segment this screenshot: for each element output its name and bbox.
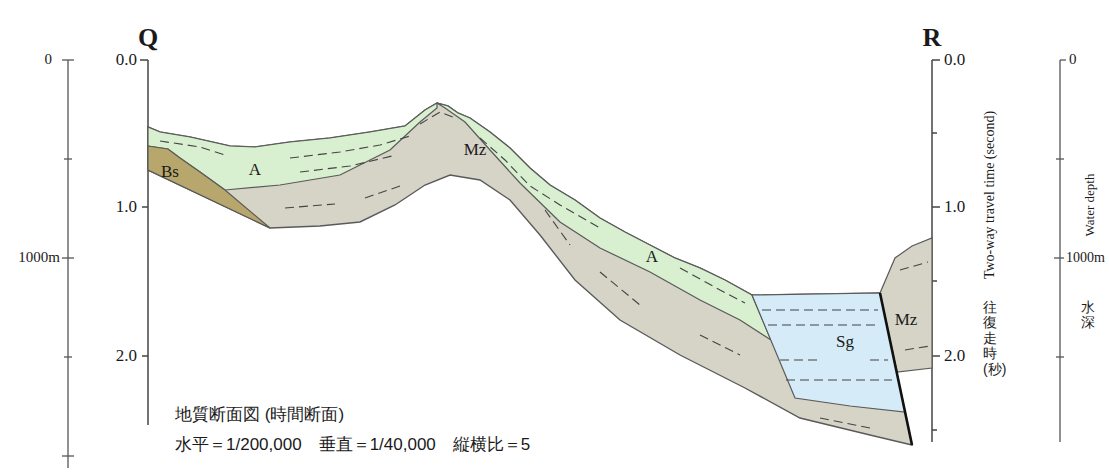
- axis-title: 往復走時(秒): [983, 300, 997, 377]
- unit-label: A: [646, 247, 658, 267]
- unit-label: Sg: [836, 332, 854, 352]
- unit-label: Bs: [161, 162, 179, 182]
- depth-axis-left: [62, 60, 74, 468]
- depth-tick-label: 0: [1069, 51, 1077, 68]
- section-end-label: R: [923, 23, 942, 53]
- depth-axis-right: [1054, 60, 1066, 442]
- axis-title: Water depth: [1083, 174, 1098, 237]
- time-tick-label: 2.0: [944, 346, 965, 366]
- unit-sg: [752, 293, 905, 412]
- time-tick-label: 2.0: [116, 346, 137, 366]
- time-tick-label: 1.0: [944, 197, 965, 217]
- time-tick-label: 0.0: [944, 50, 965, 70]
- figure-caption: 地質断面図 (時間断面): [175, 405, 344, 425]
- depth-tick-label: 1000m: [18, 249, 60, 266]
- section-end-label: Q: [138, 23, 158, 53]
- depth-tick-label: 0: [45, 51, 53, 68]
- scale-note: 水平＝1/200,000 垂直＝1/40,000 縦横比＝5: [175, 435, 530, 455]
- depth-tick-label: 1000m: [1066, 250, 1105, 266]
- time-axes: [140, 60, 940, 442]
- unit-label: Mz: [895, 310, 918, 330]
- mz-right-block: [880, 238, 932, 372]
- unit-bs: [148, 146, 270, 228]
- unit-label: A: [249, 160, 261, 180]
- time-tick-label: 0.0: [116, 50, 137, 70]
- time-tick-label: 1.0: [116, 197, 137, 217]
- axis-title: 水深: [1081, 300, 1095, 331]
- unit-a-right: [437, 103, 771, 340]
- unit-label: Mz: [464, 140, 487, 160]
- seismic-reflectors: [160, 112, 930, 428]
- axis-title: Two-way travel time (second): [982, 111, 998, 279]
- mz-basement: [148, 103, 912, 445]
